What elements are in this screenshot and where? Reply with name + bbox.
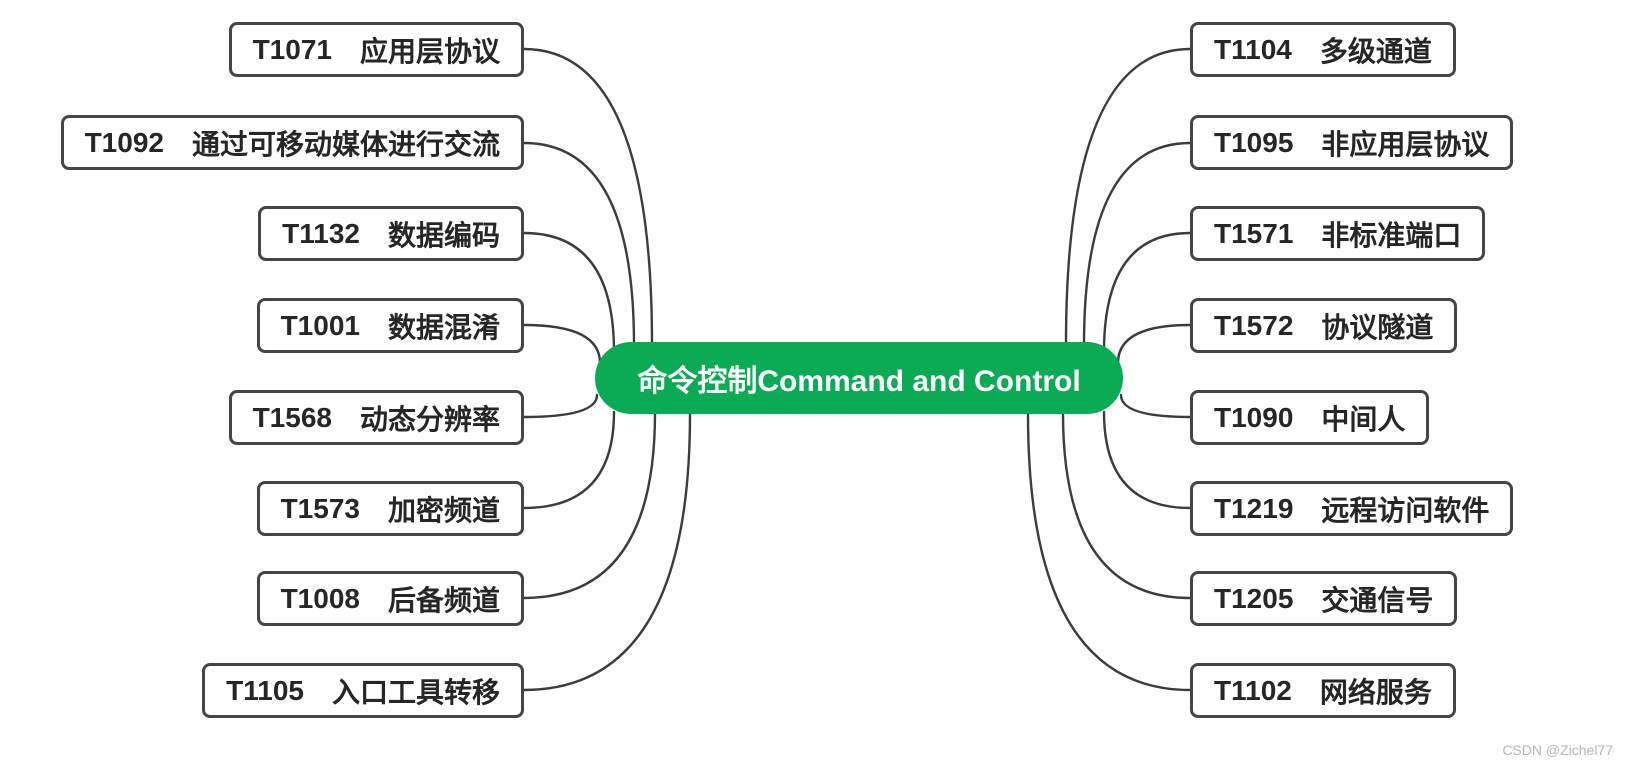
technique-id: T1205 xyxy=(1214,582,1294,614)
technique-id: T1104 xyxy=(1214,33,1292,65)
technique-label: 多级通道 xyxy=(1319,35,1432,67)
technique-node-t1001: T1001 数据混淆 xyxy=(256,298,524,353)
connector-left-t1573 xyxy=(522,410,616,510)
technique-id: T1102 xyxy=(1214,674,1292,706)
technique-node-t1105: T1105 入口工具转移 xyxy=(202,663,524,718)
technique-label: 远程访问软件 xyxy=(1321,494,1490,526)
technique-id: T1219 xyxy=(1214,492,1294,524)
technique-label: 中间人 xyxy=(1321,403,1406,435)
connector-right-t1571 xyxy=(1102,231,1192,354)
connector-left-t1105 xyxy=(522,412,692,692)
technique-id: T1008 xyxy=(280,582,360,614)
technique-node-t1095: T1095 非应用层协议 xyxy=(1190,115,1514,170)
connector-left-t1071 xyxy=(522,47,654,346)
connector-left-t1008 xyxy=(522,411,657,600)
connector-left-t1568 xyxy=(522,393,599,419)
technique-id: T1572 xyxy=(1214,309,1294,341)
technique-id: T1568 xyxy=(252,401,332,433)
technique-node-t1092: T1092 通过可移动媒体进行交流 xyxy=(60,115,524,170)
connector-left-t1092 xyxy=(522,141,636,347)
technique-label: 后备频道 xyxy=(387,584,500,616)
technique-label: 网络服务 xyxy=(1319,676,1432,708)
technique-label: 加密频道 xyxy=(387,494,500,526)
technique-label: 动态分辨率 xyxy=(359,403,500,435)
technique-id: T1132 xyxy=(282,217,360,249)
technique-label: 应用层协议 xyxy=(359,35,500,67)
technique-label: 入口工具转移 xyxy=(331,676,500,708)
technique-label: 协议隧道 xyxy=(1321,311,1434,343)
technique-node-t1571: T1571 非标准端口 xyxy=(1190,206,1486,261)
technique-label: 交通信号 xyxy=(1321,584,1434,616)
technique-node-t1205: T1205 交通信号 xyxy=(1190,571,1458,626)
technique-label: 数据编码 xyxy=(387,219,500,251)
technique-id: T1001 xyxy=(280,309,360,341)
technique-label: 数据混淆 xyxy=(387,311,500,343)
technique-label: 非应用层协议 xyxy=(1321,128,1490,160)
technique-id: T1573 xyxy=(280,492,360,524)
connector-left-t1001 xyxy=(522,323,602,365)
technique-id: T1571 xyxy=(1214,217,1294,249)
technique-node-t1219: T1219 远程访问软件 xyxy=(1190,481,1514,536)
connector-right-t1090 xyxy=(1119,393,1192,419)
technique-node-t1132: T1132 数据编码 xyxy=(258,206,524,261)
central-topic-label: 命令控制Command and Control xyxy=(637,365,1081,398)
technique-id: T1095 xyxy=(1214,126,1294,158)
technique-node-t1090: T1090 中间人 xyxy=(1190,390,1430,445)
technique-node-t1008: T1008 后备频道 xyxy=(256,571,524,626)
connector-left-t1132 xyxy=(522,231,616,354)
connector-right-t1205 xyxy=(1061,411,1192,600)
technique-node-t1102: T1102 网络服务 xyxy=(1190,663,1456,718)
technique-label: 通过可移动媒体进行交流 xyxy=(191,128,500,160)
technique-id: T1105 xyxy=(226,674,304,706)
technique-node-t1071: T1071 应用层协议 xyxy=(228,22,524,77)
connector-right-t1104 xyxy=(1064,47,1192,346)
csdn-watermark: CSDN @Zichel77 xyxy=(1502,742,1613,758)
technique-label: 非标准端口 xyxy=(1321,219,1462,251)
technique-id: T1090 xyxy=(1214,401,1294,433)
technique-id: T1071 xyxy=(252,33,332,65)
connector-right-t1572 xyxy=(1116,323,1192,365)
technique-id: T1092 xyxy=(84,126,164,158)
connector-right-t1102 xyxy=(1026,412,1192,692)
technique-node-t1572: T1572 协议隧道 xyxy=(1190,298,1458,353)
technique-node-t1568: T1568 动态分辨率 xyxy=(228,390,524,445)
technique-node-t1104: T1104 多级通道 xyxy=(1190,22,1456,77)
connector-right-t1095 xyxy=(1082,141,1192,347)
connector-right-t1219 xyxy=(1102,410,1192,510)
central-topic-node: 命令控制Command and Control xyxy=(595,342,1123,414)
technique-node-t1573: T1573 加密频道 xyxy=(256,481,524,536)
